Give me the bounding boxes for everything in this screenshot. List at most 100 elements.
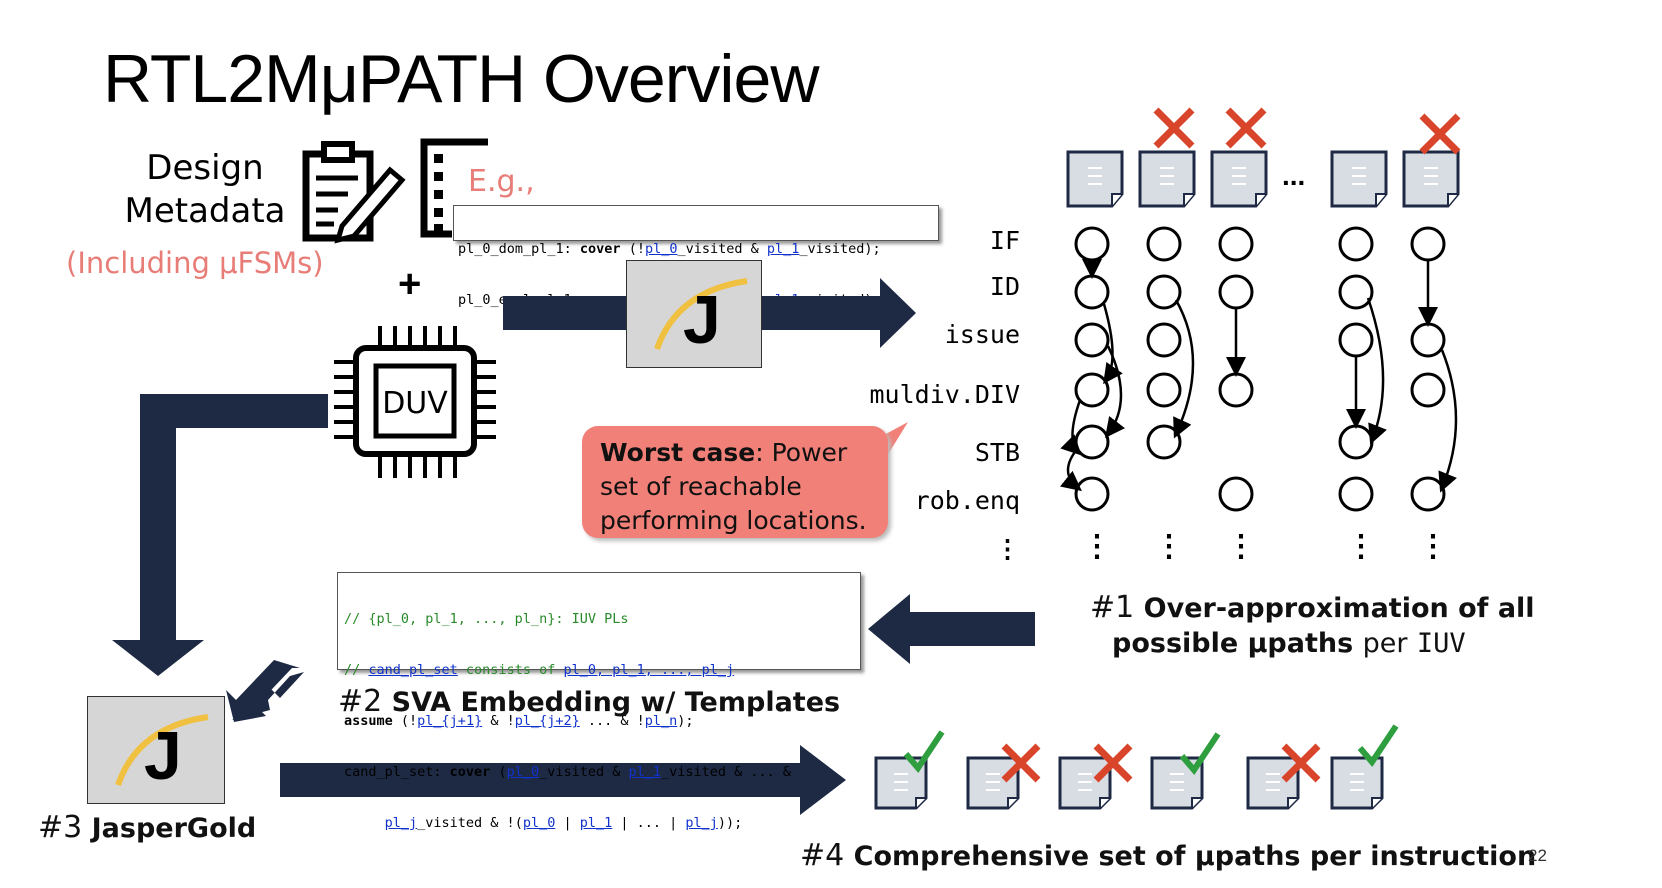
code-token: _visited & ... &: [661, 764, 792, 780]
label-2-number: #2: [338, 684, 383, 719]
sva-code-line: cand_pl_set: cover (pl_0_visited & pl_1_…: [344, 764, 854, 781]
cover-code-line: pl_0_dom_pl_1: cover (!pl_0_visited & pl…: [458, 241, 934, 258]
stage-label-id: ID: [989, 272, 1020, 301]
design-metadata-line1: Design: [146, 148, 264, 188]
code-token: ));: [717, 815, 743, 831]
code-token: pl_0: [644, 241, 678, 257]
arrow-paths-to-sva: [868, 594, 1035, 664]
stage-label-muldiv: muldiv.DIV: [869, 380, 1020, 409]
cross-icon: [1422, 116, 1458, 152]
code-token: _visited &: [539, 764, 629, 780]
stage-label-rob: rob.enq: [914, 486, 1020, 515]
code-token: pl_0: [506, 764, 540, 780]
label-1-line1: #1 Over-approximation of all: [1090, 590, 1535, 625]
code-token: |: [555, 815, 580, 831]
label-1-text2: possible μpaths: [1112, 628, 1354, 659]
code-token: pl_n: [644, 713, 678, 729]
document-icon: [1066, 150, 1124, 208]
cross-icon: [1228, 110, 1264, 146]
upath-graph: [1060, 100, 1480, 512]
check-icon: [1182, 734, 1218, 770]
document-icon: [1246, 756, 1300, 810]
code-token: ... & !: [579, 713, 645, 729]
cross-icon: [1156, 110, 1192, 146]
label-4: #4 Comprehensive set of μpaths per instr…: [800, 838, 1536, 873]
label-3: #3 JasperGold: [38, 810, 256, 845]
paths-ellipsis: ...: [1282, 160, 1306, 191]
jaspergold-logo-icon-bottom: J: [87, 696, 225, 804]
label-4-number: #4: [800, 838, 845, 873]
code-token: _visited & !(: [417, 815, 523, 831]
label-2: #2 SVA Embedding w/ Templates: [338, 684, 840, 719]
clipboard-edit-icon: [302, 141, 406, 244]
label-1-number: #1: [1090, 590, 1135, 625]
chip-icon: [334, 326, 496, 478]
code-token: pl_0, pl_1, ..., pl_j: [563, 662, 735, 678]
code-token: pl_0_dom_pl_1:: [458, 241, 580, 257]
code-token: pl_j: [685, 815, 718, 831]
sva-code-line: // {pl_0, pl_1, ..., pl_n}: IUV PLs: [344, 611, 854, 628]
worst-case-text: : Power set of reachable performing loca…: [600, 438, 867, 535]
code-token: _visited);: [799, 241, 881, 257]
label-3-number: #3: [38, 810, 83, 845]
code-token: pl_1: [766, 241, 800, 257]
design-metadata-label: Design Metadata: [110, 147, 300, 233]
sva-code-line: assume (!pl_{j+1} & !pl_{j+2} ... & !pl_…: [344, 713, 854, 730]
code-token: );: [677, 713, 694, 729]
column-vdots: ⋮: [1154, 530, 1184, 563]
design-metadata-line2: Metadata: [124, 191, 286, 231]
svg-text:J: J: [683, 282, 721, 358]
column-vdots: ⋮: [1226, 530, 1256, 563]
code-token: pl_j: [384, 815, 418, 831]
document-icon: [1330, 756, 1384, 810]
sva-code-box: // {pl_0, pl_1, ..., pl_n}: IUV PLs // c…: [337, 572, 861, 831]
document-icon: [1330, 150, 1388, 208]
check-icon: [906, 732, 942, 768]
jaspergold-logo-icon-top: J: [626, 260, 762, 368]
document-icon: [1138, 150, 1196, 208]
label-3-text: JasperGold: [91, 813, 257, 844]
code-token: cover: [579, 241, 621, 257]
document-icon: [966, 756, 1020, 810]
code-token: cand_pl_set:: [344, 764, 450, 780]
code-token: cover: [449, 764, 491, 780]
arrow-jaspergold-to-results: [280, 745, 846, 815]
plus-sign: +: [398, 262, 422, 306]
code-token: // {pl_0, pl_1, ..., pl_n}: IUV PLs: [344, 611, 629, 627]
stage-label-if: IF: [989, 226, 1020, 255]
label-4-text: Comprehensive set of μpaths per instruct…: [853, 841, 1537, 872]
code-token: | ... |: [612, 815, 686, 831]
document-icon: [1402, 150, 1460, 208]
code-token: [344, 815, 385, 831]
column-vdots: ⋮: [1346, 530, 1376, 563]
slide-title: RTL2MμPATH Overview: [103, 41, 819, 117]
stage-label-issue: issue: [944, 320, 1020, 349]
results-row: [874, 722, 1400, 810]
stage-label-more: ⋮: [995, 534, 1020, 563]
column-vdots: ⋮: [1418, 530, 1448, 563]
duv-label: DUV: [382, 386, 448, 421]
code-token: //: [344, 662, 369, 678]
page-number: 22: [1528, 846, 1547, 865]
worst-case-bubble: Worst case: Power set of reachable perfo…: [582, 426, 888, 538]
arrow-sva-to-jaspergold: [226, 660, 300, 722]
checklist-icon: [420, 138, 488, 238]
label-1-text: Over-approximation of all: [1143, 593, 1535, 624]
code-token: pl_{j+2}: [514, 713, 580, 729]
including-ufsms-note: (Including μFSMs): [66, 246, 324, 280]
code-token: (!: [392, 713, 418, 729]
code-token: pl_{j+1}: [417, 713, 483, 729]
svg-text:J: J: [144, 718, 182, 794]
code-token: pl_0: [522, 815, 556, 831]
worst-case-bold: Worst case: [600, 438, 756, 467]
eg-label: E.g.,: [468, 164, 535, 199]
arrow-metadata-to-jaspergold: [503, 296, 626, 330]
arrow-duv-down: [112, 394, 328, 676]
code-token: (!: [620, 241, 645, 257]
document-icon: [1210, 150, 1268, 208]
arrow-jaspergold-to-paths: [760, 278, 916, 348]
code-token: consists of: [457, 662, 564, 678]
code-token: & !: [482, 713, 515, 729]
code-token: pl_1: [628, 764, 662, 780]
